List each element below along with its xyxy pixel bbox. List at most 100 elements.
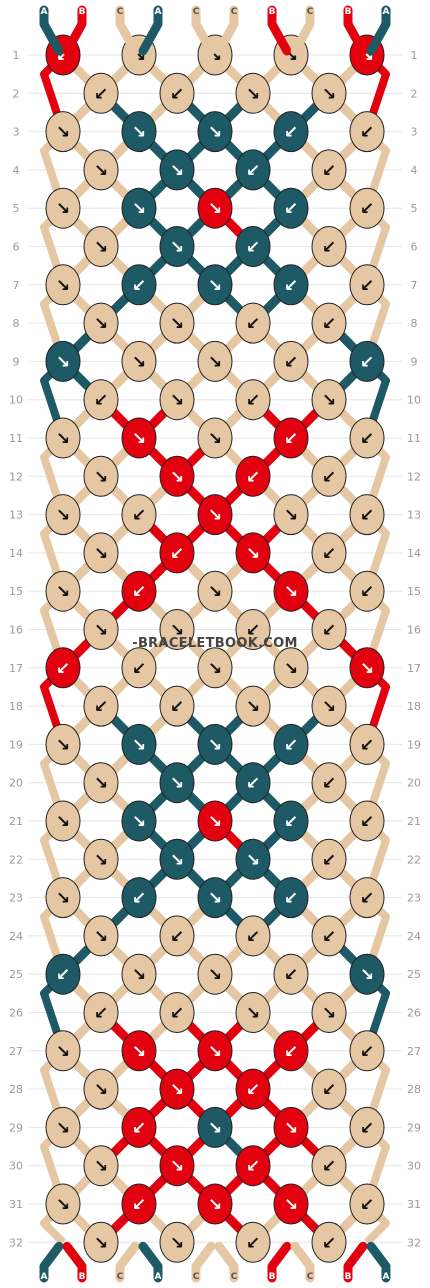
arrow-down-left-icon: ↙ <box>246 621 260 641</box>
arrow-down-left-icon: ↙ <box>322 1233 336 1253</box>
arrow-down-right-icon: ↘ <box>94 850 108 870</box>
arrow-down-left-icon: ↙ <box>284 352 298 372</box>
knot: ↘ <box>121 800 157 842</box>
knot: ↙ <box>311 455 347 497</box>
arrow-down-left-icon: ↙ <box>322 850 336 870</box>
knot: ↘ <box>273 1106 309 1148</box>
arrow-down-right-icon: ↘ <box>132 123 146 143</box>
knot: ↙ <box>159 532 195 574</box>
arrow-down-right-icon: ↘ <box>56 506 70 526</box>
arrow-down-left-icon: ↙ <box>246 238 260 258</box>
knot-oval <box>159 838 195 880</box>
row-number-right: 21 <box>407 815 421 828</box>
knot: ↙ <box>273 264 309 306</box>
knot: ↙ <box>349 340 385 382</box>
knot: ↘ <box>197 340 233 382</box>
row-number-right: 29 <box>407 1121 421 1134</box>
arrow-down-left-icon: ↙ <box>170 544 184 564</box>
strand-letter-bottom: C <box>307 1272 314 1282</box>
row-number-left: 19 <box>9 738 23 751</box>
strand-letter-top: A <box>41 7 48 17</box>
arrow-down-left-icon: ↙ <box>246 1080 260 1100</box>
row-number-left: 14 <box>9 547 23 560</box>
knot-oval <box>159 226 195 267</box>
row-number-right: 6 <box>411 241 418 254</box>
row-number-left: 29 <box>9 1121 23 1134</box>
knot-oval <box>349 494 385 536</box>
knot-oval <box>311 532 347 574</box>
knot-grid: ↙↘↘↘↘↙↙↘↘↘↘↘↙↙↘↘↙↙↘↘↘↙↙↘↘↙↙↘↙↘↙↙↘↘↙↙↘↘↘↙… <box>45 34 385 1263</box>
strand-stub-bottom <box>191 1241 216 1283</box>
row-number-left: 6 <box>13 241 20 254</box>
knot-oval <box>159 1068 195 1110</box>
arrow-down-left-icon: ↙ <box>132 1118 146 1138</box>
knot-oval <box>235 149 271 191</box>
strand-stub-top <box>138 5 163 56</box>
knot: ↙ <box>311 1221 347 1263</box>
arrow-down-right-icon: ↘ <box>208 123 222 143</box>
knot: ↙ <box>273 877 309 919</box>
arrow-down-left-icon: ↙ <box>284 1042 298 1062</box>
arrow-down-left-icon: ↙ <box>322 774 336 794</box>
row-number-right: 17 <box>407 662 421 675</box>
knot-oval <box>349 1106 385 1148</box>
arrow-down-left-icon: ↙ <box>94 391 108 411</box>
knot-oval <box>121 953 157 995</box>
knot: ↙ <box>235 226 271 267</box>
arrow-down-left-icon: ↙ <box>360 812 374 832</box>
knot: ↘ <box>121 187 157 229</box>
knot-oval <box>235 1221 271 1263</box>
knot: ↙ <box>121 494 157 536</box>
arrow-down-right-icon: ↘ <box>170 238 184 258</box>
arrow-down-left-icon: ↙ <box>322 1157 336 1177</box>
arrow-down-right-icon: ↘ <box>132 812 146 832</box>
strand-stub-top <box>267 5 292 56</box>
arrow-down-right-icon: ↘ <box>56 812 70 832</box>
arrow-down-left-icon: ↙ <box>360 1118 374 1138</box>
knot-oval <box>273 800 309 842</box>
knot-oval <box>197 877 233 919</box>
knot: ↘ <box>159 226 195 267</box>
knot-oval <box>159 379 195 421</box>
arrow-down-right-icon: ↘ <box>56 1118 70 1138</box>
row-number-left: 26 <box>9 1007 23 1020</box>
knot: ↙ <box>273 340 309 382</box>
knot: ↙ <box>349 417 385 459</box>
knot-oval <box>349 1183 385 1225</box>
strand-letter-top: A <box>155 7 162 17</box>
knot: ↘ <box>159 838 195 880</box>
arrow-down-right-icon: ↘ <box>94 927 108 947</box>
knot: ↘ <box>197 187 233 229</box>
knot: ↙ <box>235 379 271 421</box>
strand-letter-bottom: C <box>117 1272 124 1282</box>
knot-oval <box>273 187 309 229</box>
arrow-down-right-icon: ↘ <box>94 314 108 334</box>
knot: ↙ <box>349 800 385 842</box>
arrow-down-left-icon: ↙ <box>322 544 336 564</box>
knot-oval <box>197 340 233 382</box>
row-number-left: 24 <box>9 930 23 943</box>
knot-oval <box>273 1030 309 1072</box>
knot-oval <box>197 1183 233 1225</box>
knot: ↘ <box>83 915 119 957</box>
knot-oval <box>235 302 271 344</box>
row-number-left: 20 <box>9 777 23 790</box>
knot-oval <box>159 72 195 114</box>
knot-oval <box>273 953 309 995</box>
arrow-down-right-icon: ↘ <box>208 1118 222 1138</box>
arrow-down-right-icon: ↘ <box>170 467 184 487</box>
arrow-down-right-icon: ↘ <box>208 889 222 909</box>
arrow-down-right-icon: ↘ <box>284 506 298 526</box>
strand-letter-top: C <box>231 7 238 17</box>
knot: ↙ <box>159 915 195 957</box>
arrow-down-right-icon: ↘ <box>56 429 70 449</box>
arrow-down-right-icon: ↘ <box>208 506 222 526</box>
knot: ↙ <box>349 111 385 153</box>
row-number-right: 16 <box>407 624 421 637</box>
row-number-left: 8 <box>13 317 20 330</box>
knot: ↙ <box>121 877 157 919</box>
knot: ↘ <box>83 149 119 191</box>
knot: ↘ <box>197 800 233 842</box>
strand-letter-top: A <box>383 7 390 17</box>
